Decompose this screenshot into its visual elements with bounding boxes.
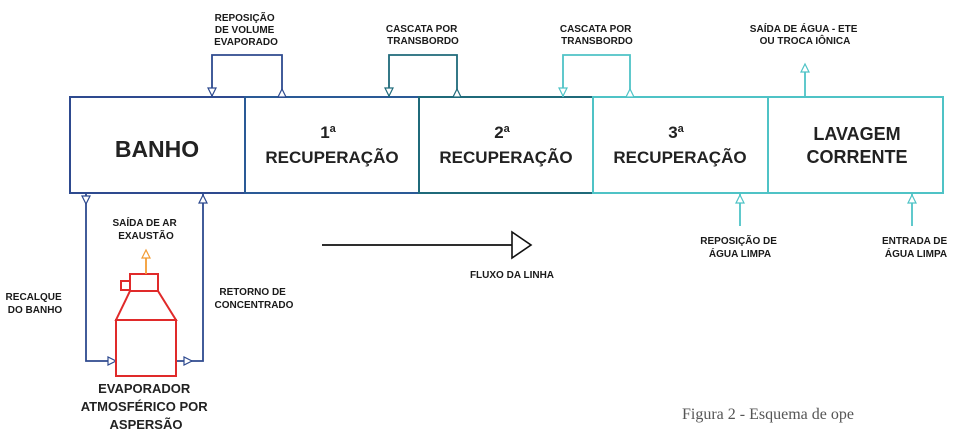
label-saida-agua: SAÍDA DE ÁGUA - ETE OU TROCA IÔNICA <box>750 22 860 47</box>
label-retorno: RETORNO DE CONCENTRADO <box>215 287 294 311</box>
label-evaporador: EVAPORADOR ATMOSFÉRICO POR ASPERSÃO <box>81 381 212 432</box>
tank-lavagem-line1: LAVAGEM <box>813 124 900 144</box>
flow-arrow-head <box>511 230 533 260</box>
tank-rec1-number: 1a <box>320 123 336 142</box>
tank-rec2-number: 2a <box>494 123 510 142</box>
tank-lavagem <box>767 96 944 194</box>
cascata1-arrow-down <box>384 87 394 98</box>
recalque-arrow-down <box>81 195 91 206</box>
retorno-arrow-up <box>198 193 208 204</box>
cascata2-arrow-up <box>625 87 635 98</box>
tank-rec1-title: RECUPERAÇÃO <box>265 147 398 167</box>
retorno-line <box>176 193 204 362</box>
cascata2-loop <box>562 54 631 97</box>
label-cascata1: CASCATA POR TRANSBORDO <box>386 24 460 47</box>
retorno-arrow-right <box>183 356 194 366</box>
tank-rec2 <box>418 96 594 194</box>
label-saida-ar: SAÍDA DE AR EXAUSTÃO <box>112 216 179 242</box>
recalque-line <box>85 193 116 362</box>
tank-rec2-title: RECUPERAÇÃO <box>439 147 572 167</box>
tank-rec3-title: RECUPERAÇÃO <box>613 147 746 167</box>
tank-rec1 <box>244 96 420 194</box>
tank-banho-title: BANHO <box>115 136 199 162</box>
cascata2-arrow-down <box>558 87 568 98</box>
label-fluxo: FLUXO DA LINHA <box>470 270 554 281</box>
evaporator-icon <box>114 273 178 377</box>
label-recalque: RECALQUE DO BANHO <box>6 292 65 316</box>
reposicao-volume-loop <box>211 54 283 97</box>
exhaust-arrow <box>141 248 151 259</box>
entrada-agua-arrow <box>907 193 917 204</box>
tank-lavagem-line2: CORRENTE <box>806 147 907 167</box>
tank-rec3 <box>592 96 769 194</box>
label-entrada-agua: ENTRADA DE ÁGUA LIMPA <box>882 236 950 260</box>
saida-agua-arrow <box>800 62 810 73</box>
tank-banho <box>69 96 246 194</box>
cascata1-arrow-up <box>452 87 462 98</box>
reposicao-arrow-down <box>207 87 217 98</box>
label-reposicao-volume: REPOSIÇÃO DE VOLUME EVAPORADO <box>214 11 278 48</box>
recalque-arrow-right <box>107 356 118 366</box>
reposicao-agua-arrow <box>735 193 745 204</box>
tank-rec3-number: 3a <box>668 123 684 142</box>
figure-caption: Figura 2 - Esquema de ope <box>682 406 854 423</box>
reposicao-arrow-up <box>277 87 287 98</box>
label-reposicao-agua: REPOSIÇÃO DE ÁGUA LIMPA <box>700 234 779 260</box>
cascata1-loop <box>388 54 458 97</box>
label-cascata2: CASCATA POR TRANSBORDO <box>560 24 634 47</box>
